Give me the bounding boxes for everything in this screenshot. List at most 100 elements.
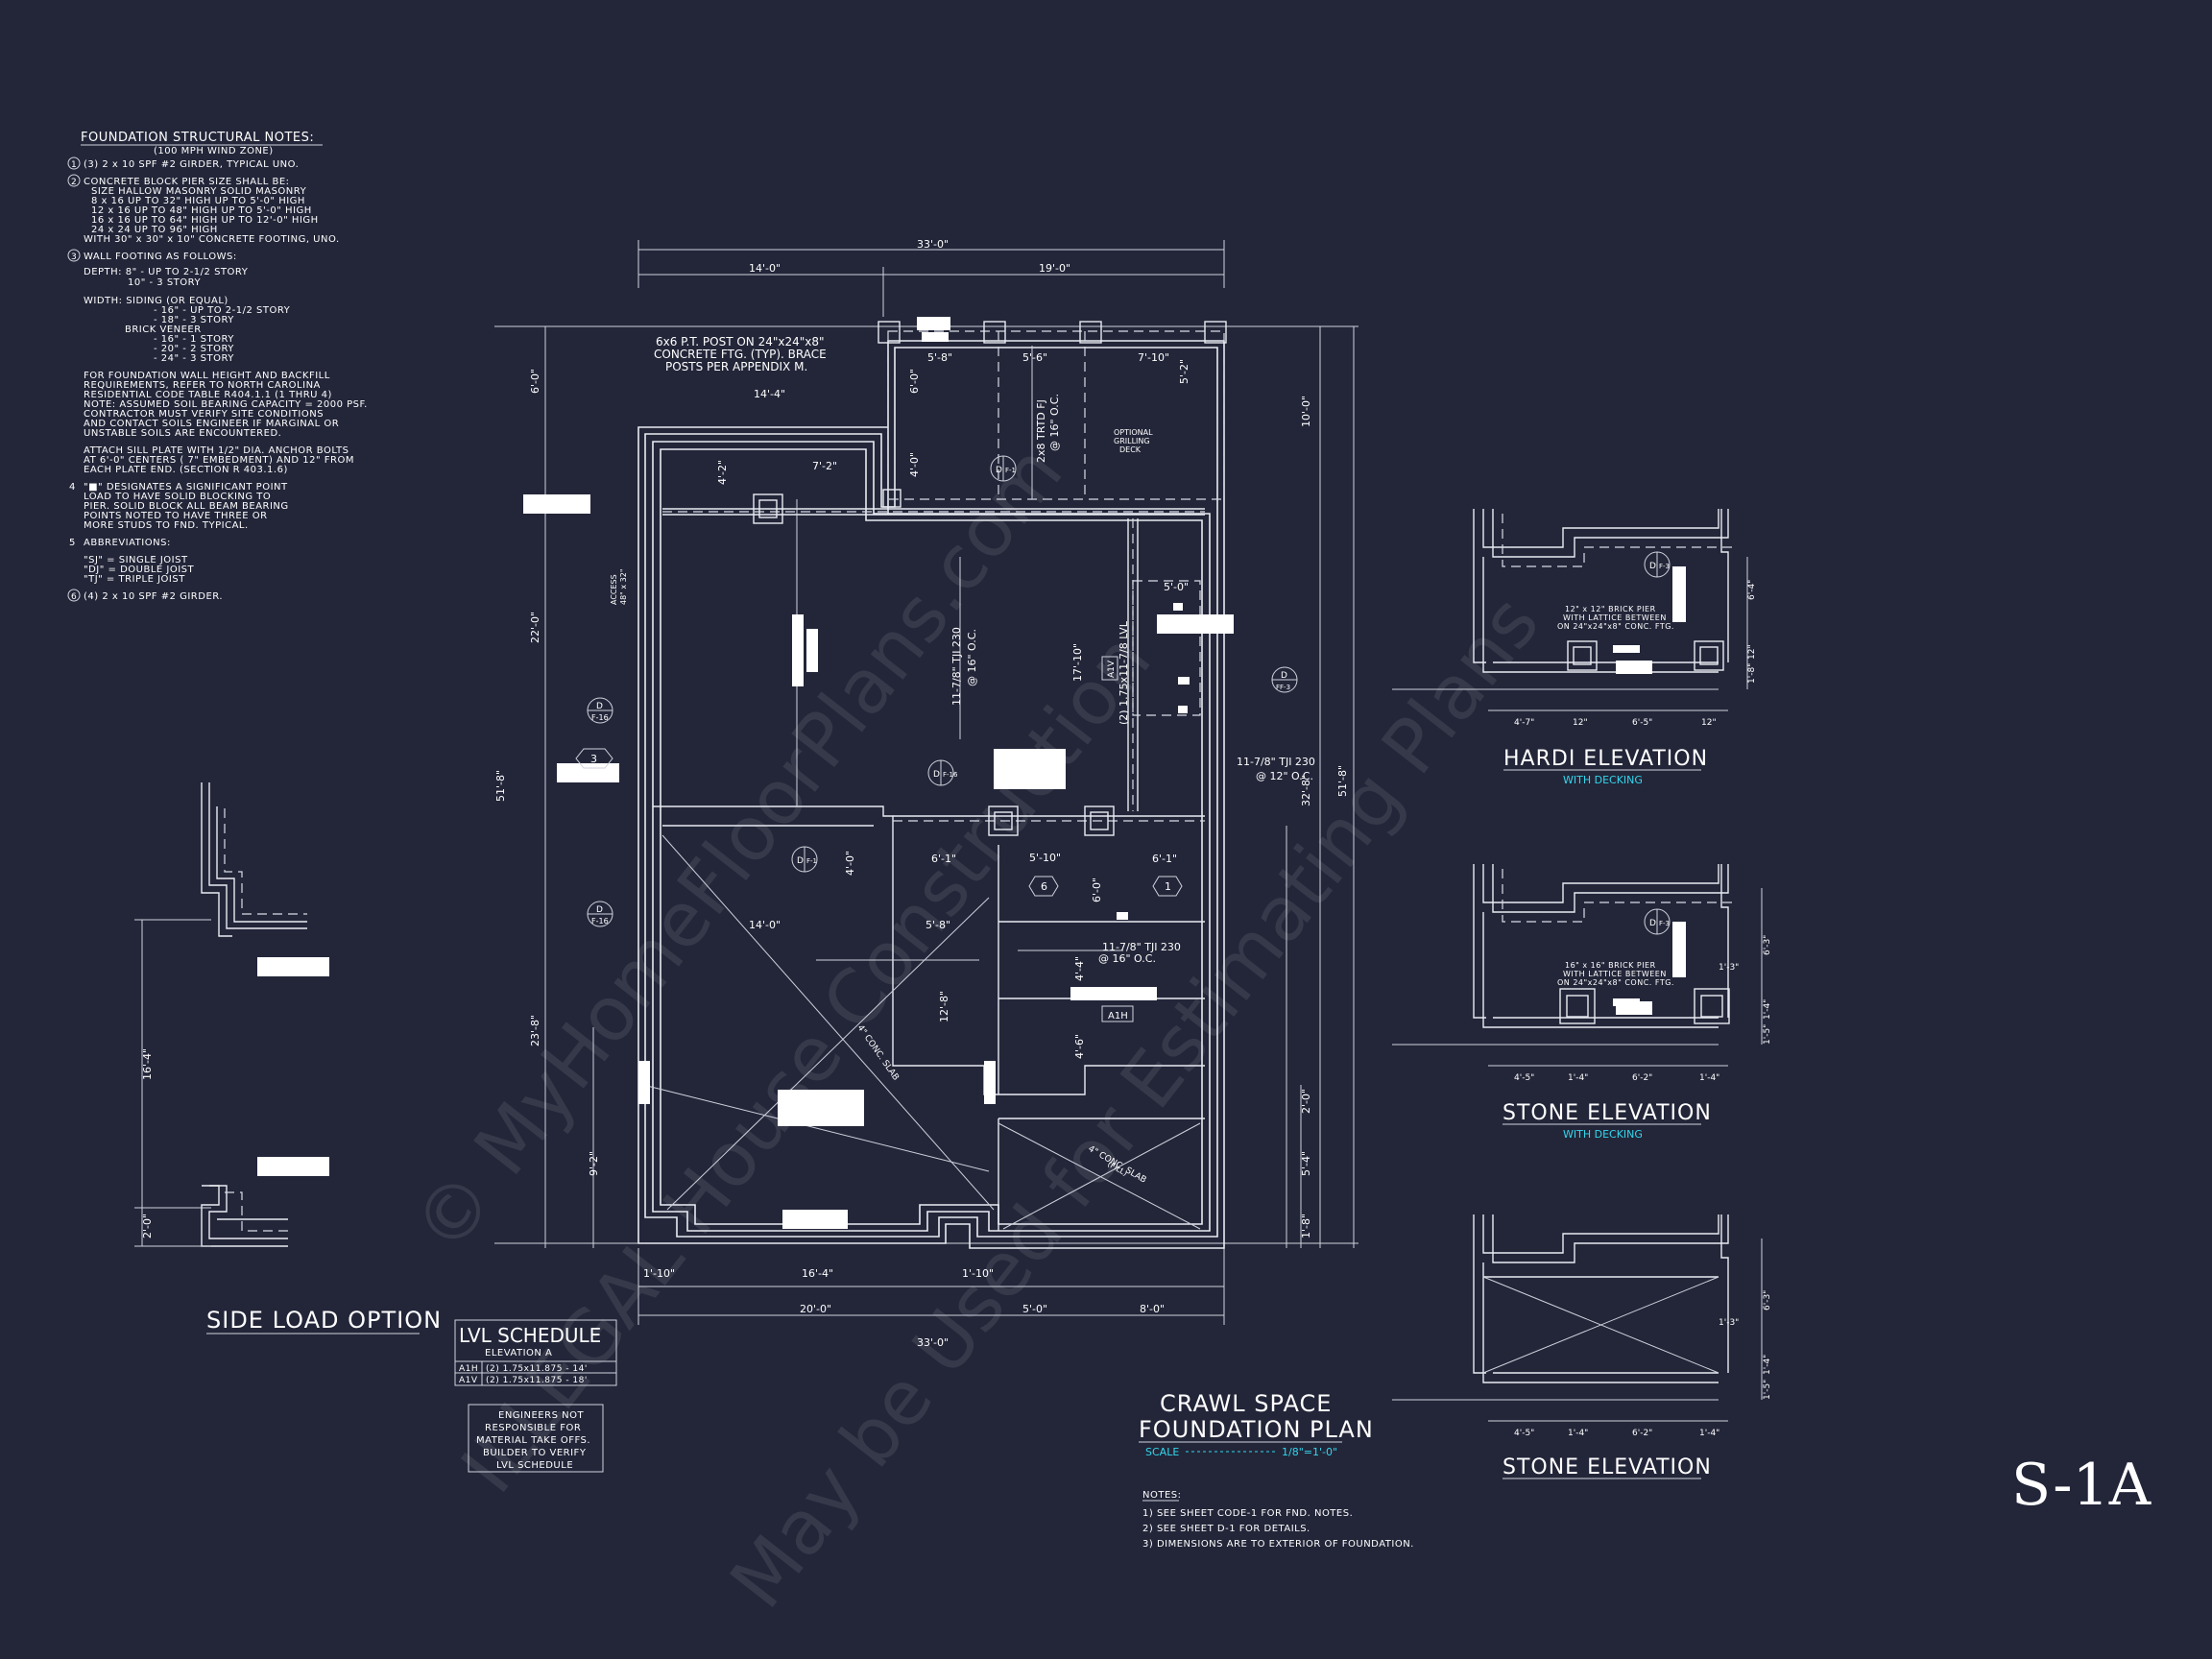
side-load-option: 16'-4" 2'-0" SIDE LOAD OPTION — [134, 782, 441, 1334]
lvl-row-spec: (2) 1.75x11.875 - 14' — [486, 1364, 588, 1374]
pier-note: WITH LATTICE BETWEEN — [1563, 970, 1667, 978]
notes-subheading: (100 MPH WIND ZONE) — [154, 146, 274, 156]
dim-garage-14-0: 14'-0" — [749, 919, 781, 931]
note-line: NOTE: ASSUMED SOIL BEARING CAPACITY = 20… — [84, 399, 368, 410]
section-tag: F-3 — [1659, 920, 1670, 927]
note-line: MORE STUDS TO FND. TYPICAL. — [84, 520, 249, 531]
dim-right-32-8: 32'-8" — [1300, 775, 1312, 806]
hex-mark: 1 — [1165, 880, 1171, 893]
dim-mid-5-10: 5'-10" — [1029, 852, 1061, 864]
redaction-marks — [257, 317, 1640, 1229]
pier-note: 16" x 16" BRICK PIER — [1565, 961, 1656, 970]
section-tag: D — [1649, 919, 1656, 928]
note-line: 24 x 24 UP TO 96" HIGH — [91, 225, 218, 235]
notes-heading: NOTES: — [1142, 1490, 1182, 1501]
plan-title-line-2: FOUNDATION PLAN — [1139, 1416, 1374, 1443]
note-line: "SJ" = SINGLE JOIST — [84, 555, 188, 565]
grill-deck-note: DECK — [1119, 445, 1142, 454]
hardi-elevation-title: HARDI ELEVATION — [1503, 747, 1708, 771]
note-line: WITH 30" x 30" x 10" CONCRETE FOOTING, U… — [84, 234, 340, 245]
elev-dim: 6'-3" — [1763, 1290, 1772, 1310]
dim-deck-b: 5'-6" — [1022, 351, 1047, 364]
dim-mid-4-0: 4'-0" — [844, 851, 856, 876]
deck-joist-note: @ 16" O.C. — [1048, 394, 1061, 451]
dim-bottom-16-4: 16'-4" — [802, 1267, 833, 1280]
dim-right-5-4: 5'-4" — [1300, 1151, 1312, 1176]
hardi-elevation-detail: D F-3 12" x 12" BRICK PIER WITH LATTICE … — [1392, 509, 1757, 786]
lvl-schedule-title: LVL SCHEDULE — [459, 1324, 601, 1347]
side-load-dim-2-0: 2'-0" — [141, 1214, 154, 1238]
note-marker-6: 6 — [71, 592, 77, 602]
dim-upper-4-2: 4'-2" — [716, 460, 729, 485]
section-tag: F-1 — [1005, 467, 1016, 474]
dim-top-right: 19'-0" — [1039, 262, 1070, 275]
note-line: (3) 2 x 10 SPF #2 GIRDER, TYPICAL UNO. — [84, 159, 299, 170]
dim-left-51-8: 51'-8" — [494, 770, 507, 802]
plan-title-line-1: CRAWL SPACE — [1160, 1390, 1332, 1417]
pier-note: ON 24"x24"x8" CONC. FTG. — [1557, 978, 1674, 987]
lvl-schedule: LVL SCHEDULE ELEVATION A A1H (2) 1.75x11… — [454, 1319, 617, 1386]
access-note: ACCESS — [610, 574, 618, 605]
elev-dim: 1'-4" — [1699, 1073, 1719, 1083]
elev-dim: 4'-5" — [1514, 1429, 1534, 1438]
plan-title: CRAWL SPACE FOUNDATION PLAN SCALE 1/8"=1… — [1139, 1390, 1374, 1458]
sheet-number: S-1A — [2011, 1452, 2152, 1519]
pier-note: WITH LATTICE BETWEEN — [1563, 613, 1667, 622]
note-line: - 18" - 3 STORY — [154, 315, 234, 325]
dim-right-2-0: 2'-0" — [1300, 1089, 1312, 1114]
stone-elevation-decking-sub: WITH DECKING — [1563, 1128, 1643, 1141]
tji-lower-note: @ 16" O.C. — [1098, 952, 1156, 965]
note-line: "TJ" = TRIPLE JOIST — [84, 574, 185, 585]
note-line: AND CONTACT SOILS ENGINEER IF MARGINAL O… — [84, 419, 339, 429]
section-tag: D — [1281, 671, 1287, 681]
disclaimer-line: LVL SCHEDULE — [496, 1460, 573, 1471]
note-line: FOR FOUNDATION WALL HEIGHT AND BACKFILL — [84, 371, 330, 381]
dim-bottom-20-0: 20'-0" — [800, 1303, 831, 1315]
note-line: DEPTH: 8" - UP TO 2-1/2 STORY — [84, 267, 249, 277]
note-line: AT 6'-0" CENTERS ( 7" EMBEDMENT) AND 12"… — [84, 455, 354, 466]
foundation-plan: 33'-0" 14'-0" 19'-0" 5'-8" 5'-6" 7'-10" … — [257, 238, 1640, 1349]
post-note: POSTS PER APPENDIX M. — [665, 360, 807, 373]
dim-garage-9-2: 9'-2" — [588, 1151, 600, 1176]
dim-garage-12-8: 12'-8" — [938, 991, 950, 1022]
dim-mid-6-1b: 6'-1" — [1152, 853, 1177, 865]
section-tag: D — [933, 770, 940, 780]
note-marker-5: 5 — [69, 538, 76, 548]
note-marker-4: 4 — [69, 482, 76, 493]
elev-dim: 6'-3" — [1763, 935, 1772, 955]
elev-dim: 4'-5" — [1514, 1073, 1534, 1083]
disclaimer-line: RESPONSIBLE FOR — [485, 1423, 581, 1433]
side-load-dim-16-4: 16'-4" — [141, 1048, 154, 1080]
note-line: CONCRETE BLOCK PIER SIZE SHALL BE: — [84, 177, 290, 187]
note-line: ATTACH SILL PLATE WITH 1/2" DIA. ANCHOR … — [84, 445, 349, 456]
note-line: LOAD TO HAVE SOLID BLOCKING TO — [84, 492, 271, 502]
pier-note: ON 24"x24"x8" CONC. FTG. — [1557, 622, 1674, 631]
note-line: 10" - 3 STORY — [128, 277, 201, 288]
elev-dim: 1'-4" — [1568, 1073, 1588, 1083]
dim-top-overall: 33'-0" — [917, 238, 949, 251]
dim-mid-6-1a: 6'-1" — [931, 853, 956, 865]
plan-note: 1) SEE SHEET CODE-1 FOR FND. NOTES. — [1142, 1508, 1353, 1519]
grill-deck-note: OPTIONAL — [1114, 428, 1153, 437]
dim-bottom-1-10b: 1'-10" — [962, 1267, 994, 1280]
note-line: ABBREVIATIONS: — [84, 538, 171, 548]
section-tag: D — [996, 466, 1002, 475]
elev-dim: 1'-8" — [1747, 663, 1757, 684]
deck-joist-note: 2x8 TRTD FJ — [1035, 399, 1047, 463]
note-line: - 16" - UP TO 2-1/2 STORY — [154, 305, 291, 316]
disclaimer-line: MATERIAL TAKE OFFS. — [476, 1435, 590, 1446]
pier-note: 12" x 12" BRICK PIER — [1565, 605, 1656, 613]
section-tag: D — [596, 702, 603, 711]
stone-elevation-title: STONE ELEVATION — [1503, 1455, 1712, 1479]
disclaimer-line: BUILDER TO VERIFY — [483, 1448, 587, 1458]
lvl-row-id: A1H — [459, 1364, 478, 1374]
note-line: "■" DESIGNATES A SIGNIFICANT POINT — [84, 482, 288, 493]
foundation-notes: FOUNDATION STRUCTURAL NOTES: (100 MPH WI… — [67, 131, 368, 602]
elev-dim: 12" — [1747, 644, 1757, 660]
note-line: "DJ" = DOUBLE JOIST — [84, 565, 195, 575]
dim-upper-7-2: 7'-2" — [812, 460, 837, 472]
dim-bottom-overall: 33'-0" — [917, 1336, 949, 1349]
note-line: POINTS NOTED TO HAVE THREE OR — [84, 511, 268, 521]
dim-left-22-0: 22'-0" — [529, 612, 541, 643]
